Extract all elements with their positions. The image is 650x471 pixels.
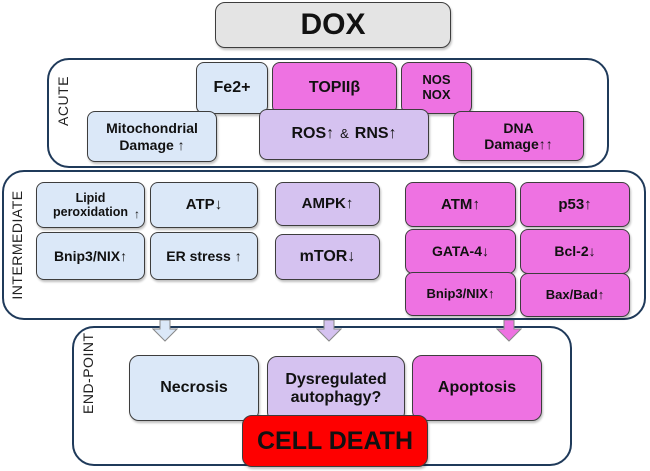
topii-box: TOPIIβ — [272, 62, 397, 114]
bax-bad-text: Bax/Bad — [545, 286, 598, 302]
fe2-box: Fe2+ — [196, 62, 268, 114]
atm-box: ATM↑ — [405, 182, 516, 227]
acute-label: ACUTE — [55, 76, 71, 126]
atp-text: ATP — [185, 196, 215, 214]
dysregulated-autophagy-box: Dysregulated autophagy? — [267, 356, 405, 422]
apoptosis-text: Apoptosis — [437, 378, 517, 396]
nox-text: NOX — [422, 87, 451, 102]
autophagy-line1: Dysregulated — [285, 370, 387, 388]
rns-text: RNS — [354, 125, 389, 143]
down-arrow-apoptosis-icon — [496, 320, 522, 342]
mito-line1: Mitochondrial — [106, 120, 198, 137]
bax-bad-box: Bax/Bad↑ — [520, 273, 630, 317]
ampk-text: AMPK — [301, 195, 346, 213]
bnip3-apop-text: Bnip3/NIX — [426, 285, 488, 301]
gata4-box: GATA-4↓ — [405, 229, 516, 274]
up-arrow-icon: ↑ — [584, 195, 592, 213]
bnip3-nix-necrosis-box: Bnip3/NIX↑ — [36, 232, 145, 280]
double-up-arrow-icon: ↑↑ — [538, 136, 553, 152]
down-arrow-icon: ↓ — [588, 243, 596, 260]
mtor-box: mTOR↓ — [275, 234, 380, 280]
down-arrow-icon: ↓ — [347, 247, 356, 265]
necrosis-box: Necrosis — [129, 355, 259, 421]
p53-box: p53↑ — [520, 182, 630, 227]
er-stress-text: ER stress — [166, 247, 235, 264]
bnip3-nix-apoptosis-box: Bnip3/NIX↑ — [405, 272, 516, 316]
topii-text: TOPIIβ — [308, 78, 361, 96]
lipid-text: Lipid peroxidation — [52, 190, 128, 219]
endpoint-label: END-POINT — [80, 332, 96, 415]
ros-text: ROS — [291, 125, 327, 143]
up-arrow-icon: ↑ — [134, 207, 140, 222]
ros-rns-box: ROS↑ & RNS↑ — [259, 109, 429, 160]
up-arrow-icon: ↑ — [487, 285, 495, 301]
up-arrow-icon: ↑ — [177, 136, 185, 153]
mito-line2: Damage — [119, 136, 174, 153]
nos-text: NOS — [422, 72, 451, 88]
up-arrow-icon: ↑ — [326, 125, 335, 143]
down-arrow-autophagy-icon — [316, 320, 342, 342]
up-arrow-icon: ↑ — [597, 286, 605, 302]
dox-box: DOX — [215, 2, 451, 48]
dna-line1: DNA — [503, 119, 534, 136]
lipid-peroxidation-box: Lipid peroxidation ↑ — [36, 182, 145, 228]
necrosis-text: Necrosis — [160, 378, 228, 396]
cell-death-box: CELL DEATH — [242, 415, 428, 467]
up-arrow-icon: ↑ — [388, 125, 397, 143]
autophagy-line2: autophagy? — [290, 389, 382, 406]
ampk-box: AMPK↑ — [275, 182, 380, 226]
dox-title: DOX — [300, 7, 366, 41]
mitochondrial-damage-box: Mitochondrial Damage ↑ — [87, 111, 217, 162]
dna-damage-box: DNA Damage↑↑ — [453, 111, 584, 161]
atm-text: ATM — [441, 195, 473, 213]
dna-line2: Damage — [484, 136, 539, 152]
up-arrow-icon: ↑ — [472, 195, 480, 213]
up-arrow-icon: ↑ — [120, 247, 128, 264]
ampersand-text: & — [340, 126, 349, 142]
intermediate-label: INTERMEDIATE — [9, 190, 25, 300]
down-arrow-necrosis-icon — [152, 320, 178, 342]
down-arrow-icon: ↓ — [482, 243, 490, 260]
up-arrow-icon: ↑ — [345, 195, 354, 213]
cell-death-text: CELL DEATH — [256, 426, 414, 455]
apoptosis-box: Apoptosis — [412, 355, 542, 421]
atp-box: ATP↓ — [150, 182, 258, 228]
p53-text: p53 — [558, 195, 585, 213]
bnip3-text: Bnip3/NIX — [53, 247, 121, 264]
bcl2-text: Bcl-2 — [554, 243, 589, 260]
gata4-text: GATA-4 — [431, 243, 483, 260]
mtor-text: mTOR — [299, 247, 348, 265]
up-arrow-icon: ↑ — [234, 247, 242, 264]
nos-nox-box: NOS NOX — [401, 62, 472, 114]
bcl2-box: Bcl-2↓ — [520, 229, 630, 274]
down-arrow-icon: ↓ — [214, 196, 223, 214]
er-stress-box: ER stress ↑ — [150, 232, 258, 280]
fe2-text: Fe2+ — [213, 78, 251, 96]
